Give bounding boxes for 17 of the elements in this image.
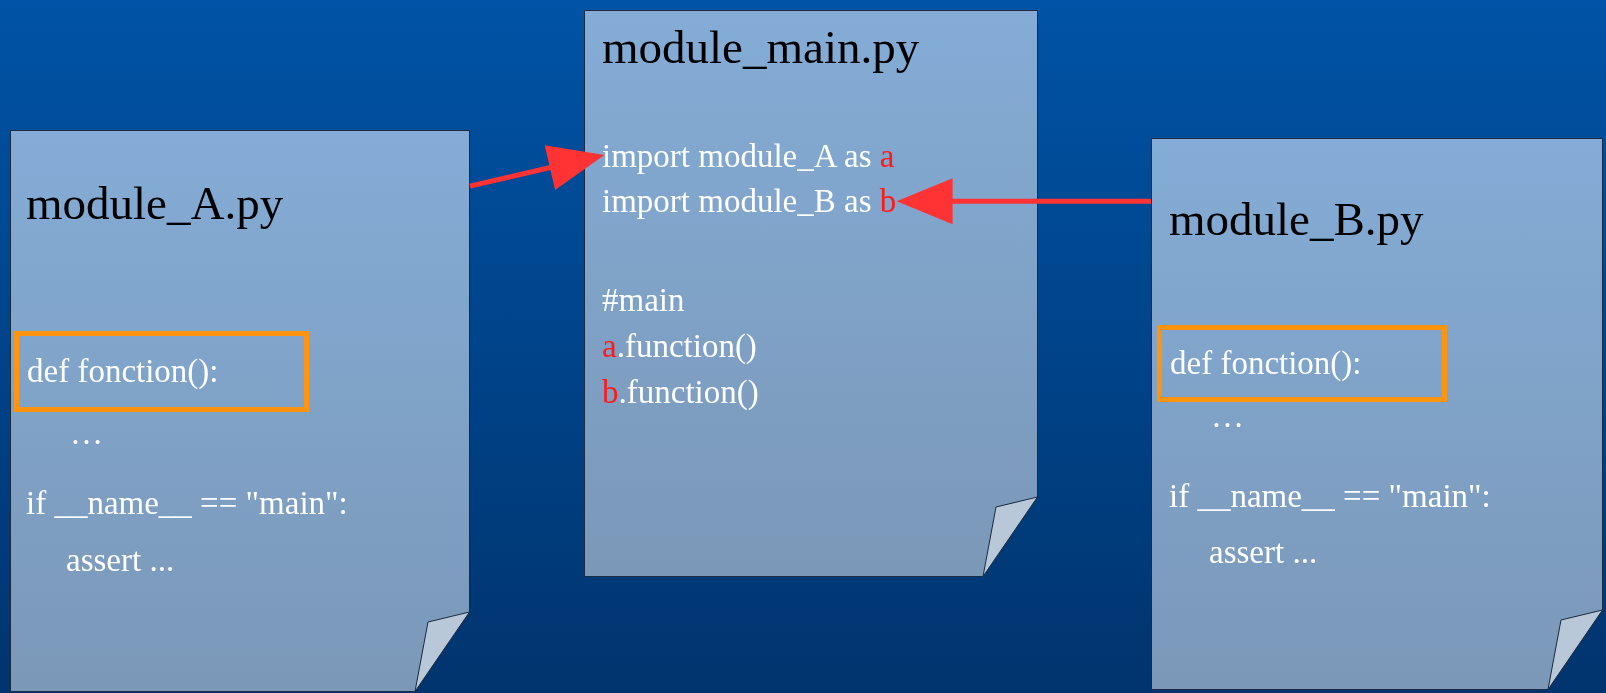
code-line: … xyxy=(70,415,103,452)
file-name: module_A.py xyxy=(26,178,284,230)
code-line: import module_B as b xyxy=(602,183,897,220)
highlight-box: def fonction(): xyxy=(1157,325,1447,402)
code-line: b.function() xyxy=(602,374,759,411)
code-line: if __name__ == "main": xyxy=(26,485,348,522)
file-name: module_B.py xyxy=(1169,194,1424,246)
arrow xyxy=(897,178,1151,225)
file-name: module_main.py xyxy=(602,22,920,74)
code-line: assert ... xyxy=(66,542,175,579)
highlight-box: def fonction(): xyxy=(14,331,309,412)
arrow xyxy=(469,143,604,189)
code-line: assert ... xyxy=(1209,534,1318,571)
code-line: if __name__ == "main": xyxy=(1169,478,1491,515)
code-line: a.function() xyxy=(602,328,757,365)
code-line: #main xyxy=(602,282,685,319)
code-line: import module_A as a xyxy=(602,138,895,175)
